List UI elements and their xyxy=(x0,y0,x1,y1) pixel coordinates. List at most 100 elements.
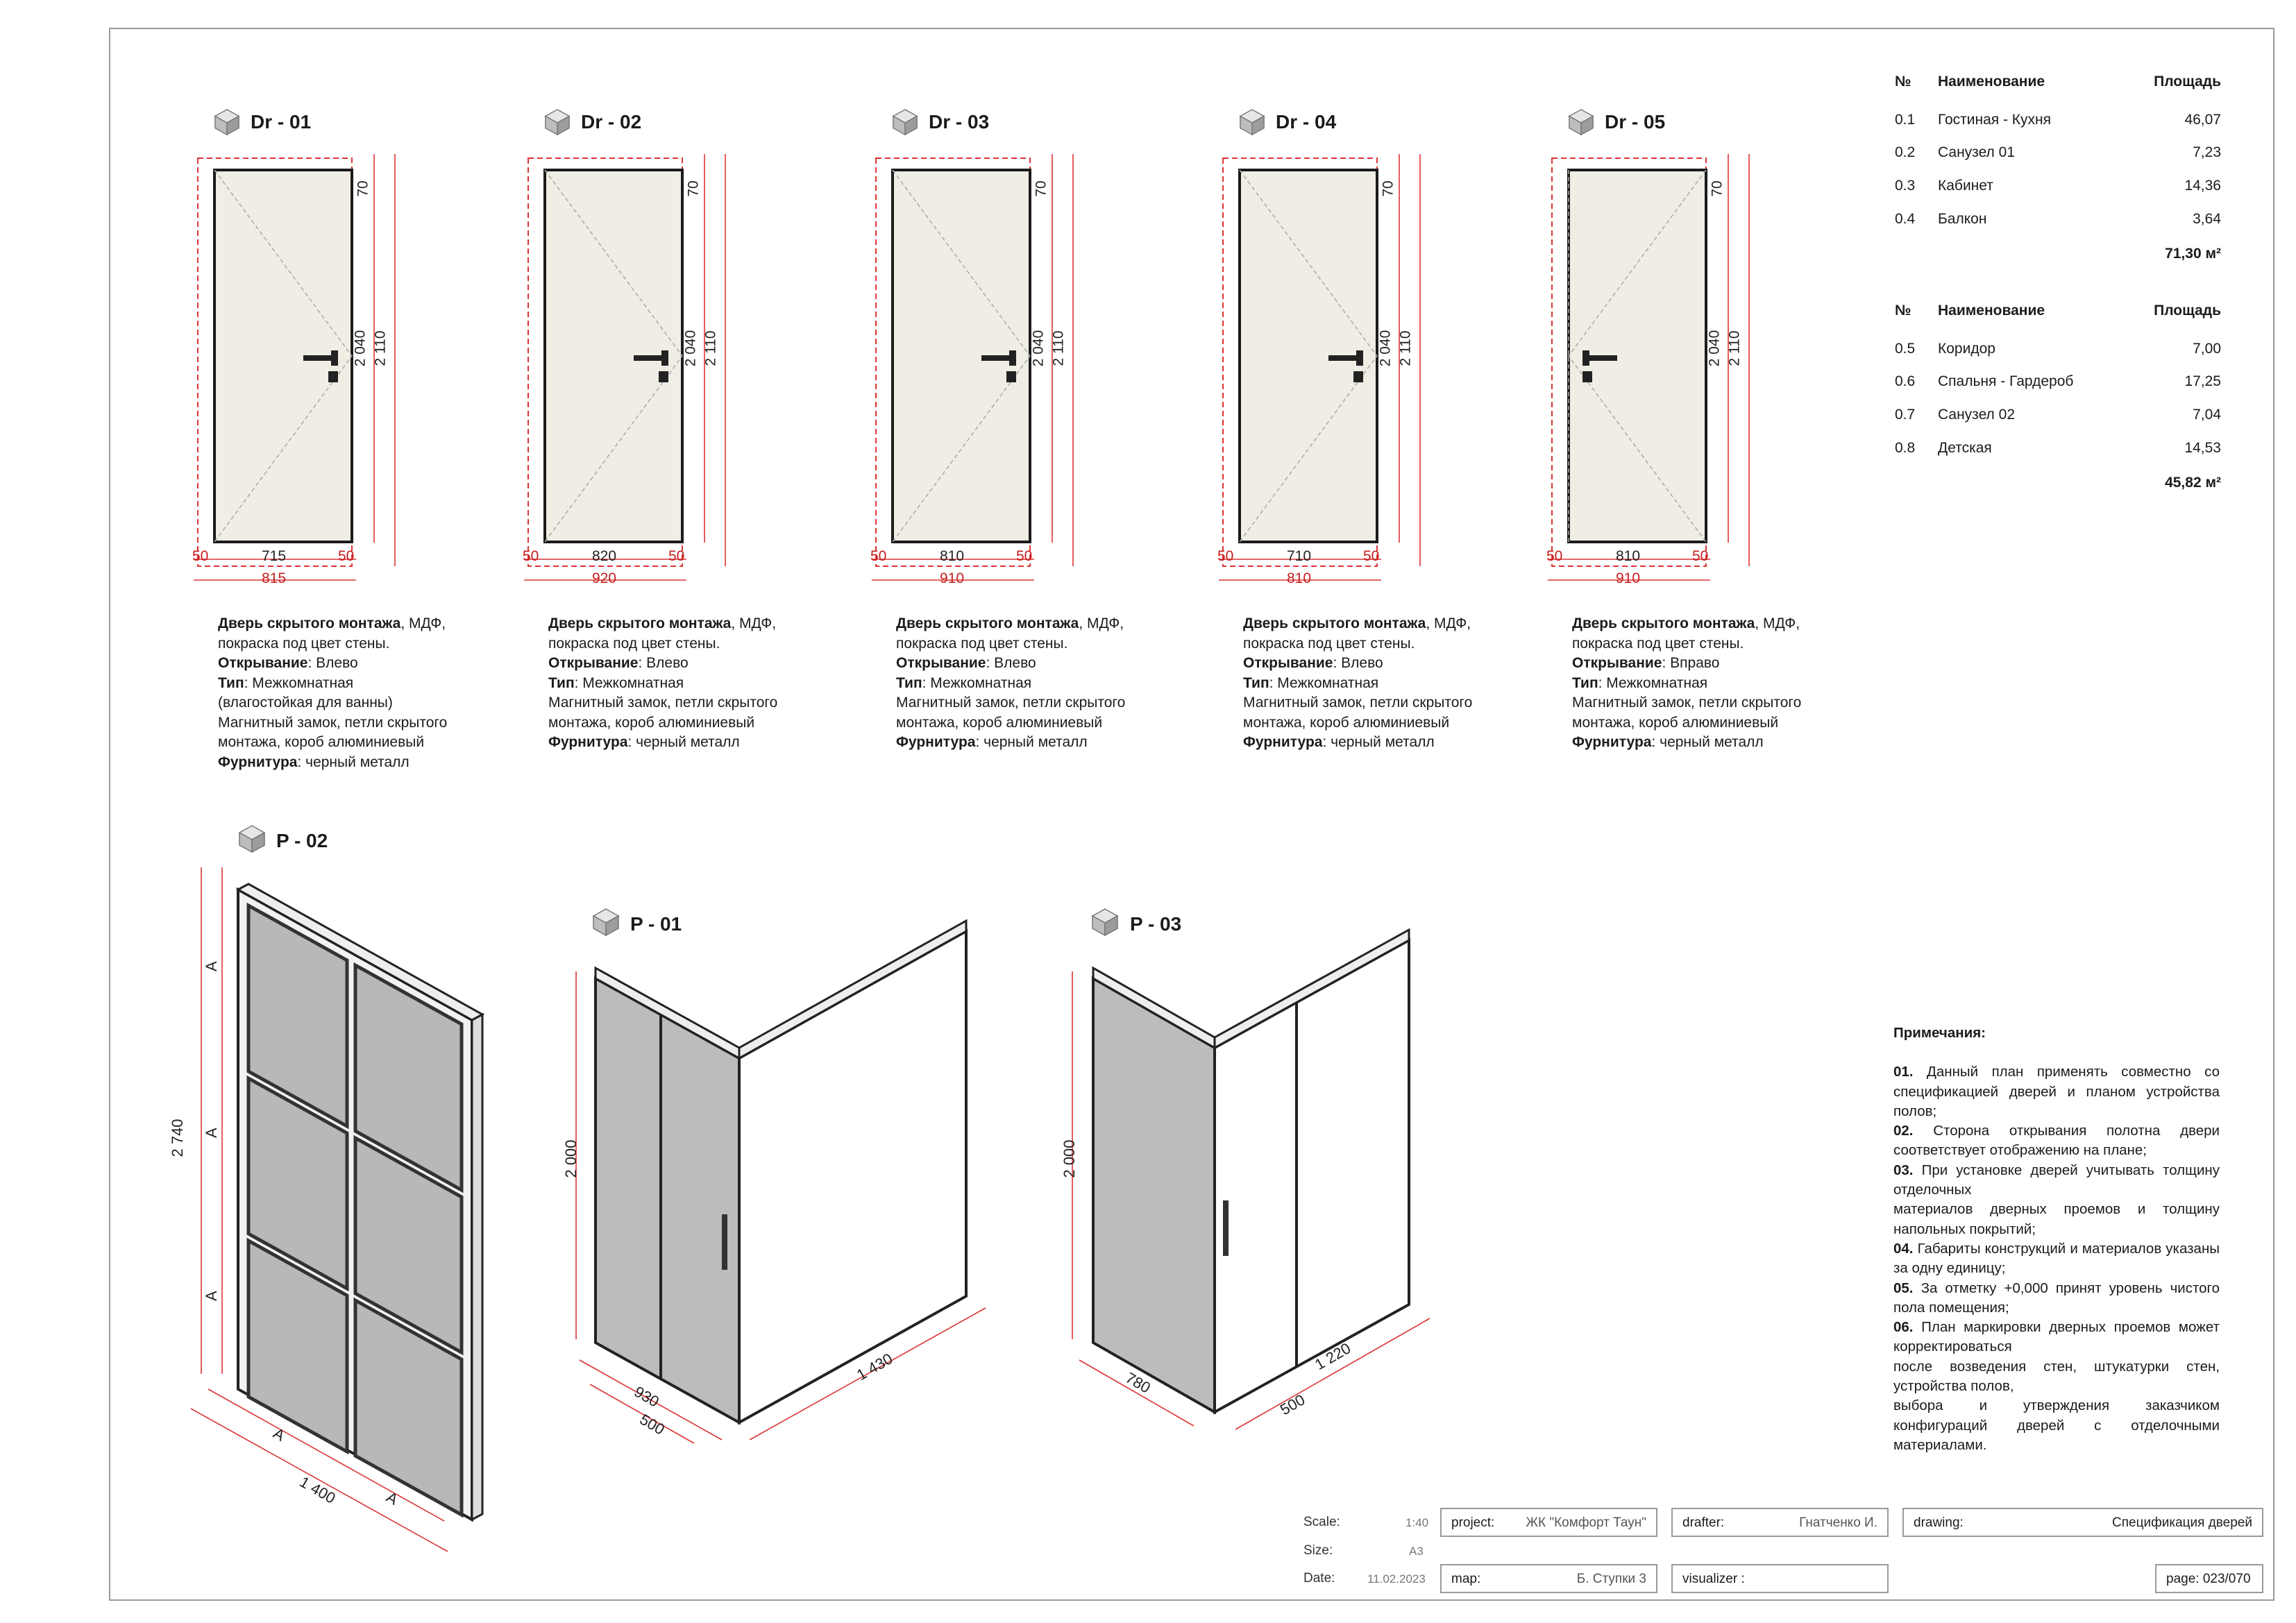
desc-line: монтажа, короб алюминиевый xyxy=(218,734,425,750)
dim-total-width: 910 xyxy=(1616,570,1641,586)
note-item: 05. За отметку +0,000 принят уровень чис… xyxy=(1893,1280,2220,1316)
desc-line: (влагостойкая для ванны) xyxy=(218,695,393,711)
desc-line: Фурнитура: черный металл xyxy=(1572,734,1764,750)
note-item: 02. Сторона открывания полотна двери соо… xyxy=(1893,1123,2220,1159)
dim-side-left: 50 xyxy=(1217,548,1234,564)
door-elevation xyxy=(1219,154,1421,581)
sheet-frame xyxy=(109,28,2274,1601)
p03-height: 2 000 xyxy=(1061,1139,1078,1178)
note-item: 06. План маркировки дверных проемов може… xyxy=(1893,1319,2220,1355)
desc-line: покраска под цвет стены. xyxy=(548,635,720,652)
cube-icon xyxy=(1568,109,1594,136)
drawing-box: drawing:Спецификация дверей xyxy=(1902,1508,2263,1537)
desc-line: Тип: Межкомнатная xyxy=(1243,674,1379,691)
dim-leaf-width: 810 xyxy=(940,548,965,564)
dim-side-left: 50 xyxy=(870,548,887,564)
desc-line: Тип: Межкомнатная xyxy=(1572,674,1708,691)
door-elevation xyxy=(524,154,726,581)
door-elevation xyxy=(1548,154,1750,581)
desc-line: Тип: Межкомнатная xyxy=(548,674,684,691)
door-elevation xyxy=(194,154,396,581)
p01-d1: 930 xyxy=(632,1383,662,1411)
door-description: Дверь скрытого монтажа, МДФ, покраска под… xyxy=(896,614,1174,753)
dim-side-right: 50 xyxy=(1363,548,1380,564)
note-item: материалов дверных проемов и толщину нап… xyxy=(1893,1201,2220,1237)
date-value: 11.02.2023 xyxy=(1367,1572,1426,1586)
dim-leaf-width: 715 xyxy=(262,548,287,564)
cube-icon xyxy=(1239,109,1265,136)
dim-side-left: 50 xyxy=(1546,548,1563,564)
desc-line: Открывание: Влево xyxy=(1243,655,1383,671)
cube-icon xyxy=(544,109,571,136)
desc-line: Тип: Межкомнатная xyxy=(218,674,354,691)
p01-tag: P - 01 xyxy=(630,913,682,935)
desc-line: монтажа, короб алюминиевый xyxy=(548,714,755,731)
partition-p02: 2 740 A A A A A 1 400 xyxy=(169,825,485,1552)
p03-tag: P - 03 xyxy=(1130,913,1182,935)
size-label: Size: xyxy=(1303,1543,1333,1558)
desc-line: Дверь скрытого монтажа, МДФ, xyxy=(896,615,1124,631)
dim-side-right: 50 xyxy=(338,548,355,564)
desc-line: Фурнитура: черный металл xyxy=(218,754,410,770)
desc-line: покраска под цвет стены. xyxy=(1572,635,1744,652)
note-item: 04. Габариты конструкций и материалов ук… xyxy=(1893,1240,2220,1277)
table-total: 71,30 м² xyxy=(2165,246,2221,262)
partition-p01: 2 000 930 500 1 430 xyxy=(562,908,986,1444)
desc-line: монтажа, короб алюминиевый xyxy=(1243,714,1450,731)
table-header: № Наименование Площадь xyxy=(1895,74,2221,90)
cube-icon xyxy=(1092,908,1118,936)
size-value: A3 xyxy=(1409,1545,1424,1558)
desc-line: Магнитный замок, петли скрытого xyxy=(218,714,448,731)
p02-width: 1 400 xyxy=(297,1473,339,1507)
project-box: project:ЖК "Комфорт Таун" xyxy=(1440,1508,1657,1537)
desc-line: монтажа, короб алюминиевый xyxy=(896,714,1103,731)
dim-leaf-width: 810 xyxy=(1616,548,1641,564)
desc-line: Магнитный замок, петли скрытого xyxy=(896,695,1126,711)
desc-line: Тип: Межкомнатная xyxy=(896,674,1032,691)
door-tag: Dr - 01 xyxy=(213,108,311,136)
dim-side-left: 50 xyxy=(523,548,539,564)
p03-d2: 500 xyxy=(1277,1391,1308,1418)
p02-a4: A xyxy=(271,1425,288,1445)
desc-line: монтажа, короб алюминиевый xyxy=(1572,714,1779,731)
p01-height: 2 000 xyxy=(562,1139,580,1178)
notes-title: Примечания: xyxy=(1893,1025,1986,1041)
dim-leaf-width: 820 xyxy=(592,548,617,564)
desc-line: Фурнитура: черный металл xyxy=(1243,734,1435,750)
note-item: после возведения стен, штукатурки стен, … xyxy=(1893,1358,2220,1395)
door-description: Дверь скрытого монтажа, МДФ, покраска под… xyxy=(548,614,826,753)
note-item: 03. При установке дверей учитывать толщи… xyxy=(1893,1162,2220,1198)
desc-line: Дверь скрытого монтажа, МДФ, xyxy=(1243,615,1471,631)
door-tag: Dr - 02 xyxy=(543,108,641,136)
door-description: Дверь скрытого монтажа, МДФ, покраска под… xyxy=(1243,614,1521,753)
desc-line: Фурнитура: черный металл xyxy=(896,734,1088,750)
date-label: Date: xyxy=(1303,1571,1335,1586)
dim-total-width: 810 xyxy=(1287,570,1312,586)
cube-icon xyxy=(239,825,265,853)
door-elevation xyxy=(872,154,1074,581)
desc-line: Дверь скрытого монтажа, МДФ, xyxy=(548,615,777,631)
table-total: 45,82 м² xyxy=(2165,475,2221,491)
desc-line: покраска под цвет стены. xyxy=(218,635,390,652)
notes: Примечания: 01. Данный план применять со… xyxy=(1893,1023,2220,1455)
desc-line: покраска под цвет стены. xyxy=(1243,635,1415,652)
p02-a2: A xyxy=(203,1128,220,1138)
desc-line: Открывание: Вправо xyxy=(1572,655,1720,671)
drafter-box: drafter:Гнатченко И. xyxy=(1671,1508,1889,1537)
desc-line: покраска под цвет стены. xyxy=(896,635,1068,652)
door-description: Дверь скрытого монтажа, МДФ,покраска под… xyxy=(1572,614,1850,753)
desc-line: Фурнитура: черный металл xyxy=(548,734,740,750)
map-box: map:Б. Ступки 3 xyxy=(1440,1564,1657,1593)
cube-icon xyxy=(214,109,240,136)
partition-p03: 2 000 780 500 1 220 xyxy=(1061,908,1430,1430)
cube-icon xyxy=(593,908,619,936)
scale-label: Scale: xyxy=(1303,1515,1340,1529)
desc-line: Дверь скрытого монтажа, МДФ, xyxy=(218,615,446,631)
